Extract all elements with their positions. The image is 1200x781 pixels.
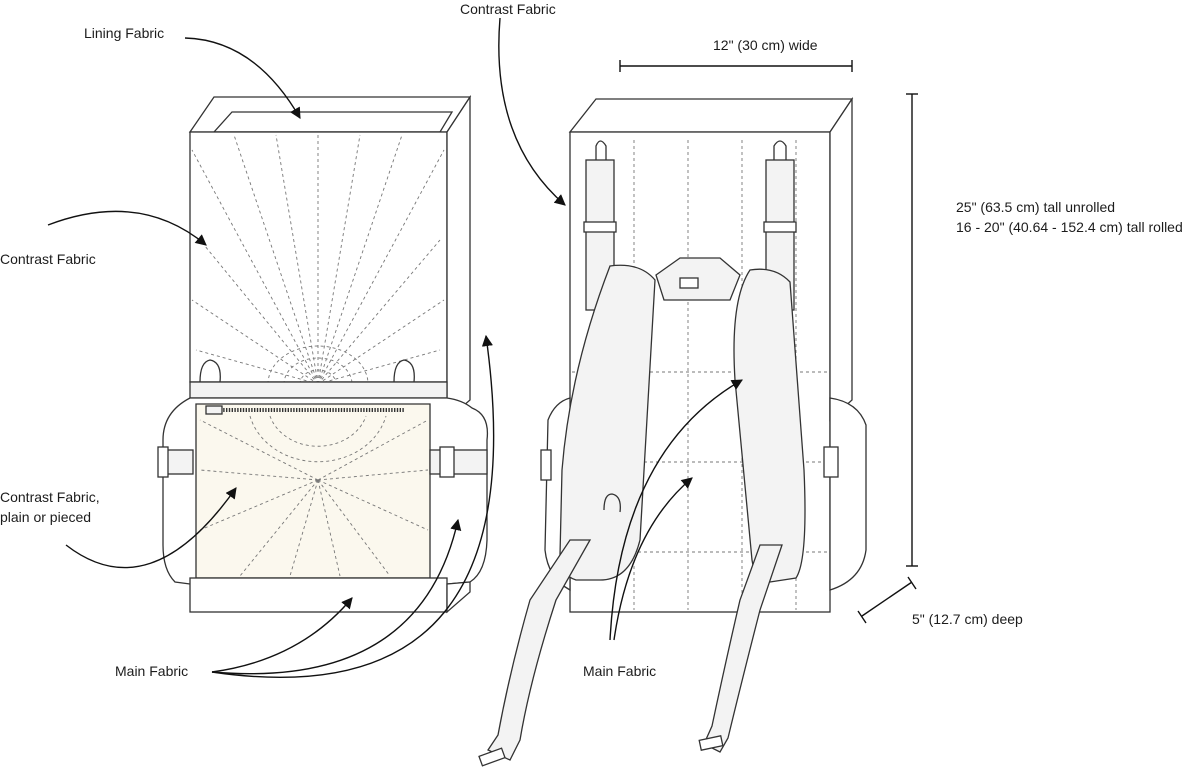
front-side-strap-right: [429, 449, 488, 475]
back-clip-left: [595, 140, 607, 160]
back-strap-tail-right: [703, 544, 783, 753]
front-sunburst-quilting: [191, 134, 445, 385]
front-d-ring-left: [199, 359, 221, 383]
front-side-panel: [446, 94, 471, 422]
arrow-contrast-left: [47, 210, 207, 246]
label-width: 12" (30 cm) wide: [713, 37, 818, 53]
label-lining-fabric: Lining Fabric: [84, 25, 165, 41]
back-pouch-right: [829, 397, 867, 591]
back-side-panel: [829, 96, 853, 422]
back-strap-tail-left: [487, 539, 592, 761]
front-contrast-pocket: [195, 403, 431, 579]
arrow-lining-fabric: [184, 37, 301, 119]
arrow-main-to-pouch: [211, 518, 462, 675]
front-upper-panel: [189, 131, 448, 383]
front-zipper-band: [189, 381, 448, 399]
back-shoulder-strap-left: [559, 264, 656, 581]
front-zipper-pull: [205, 405, 223, 415]
label-contrast-fabric-top: Contrast Fabric: [460, 1, 556, 17]
front-pocket-quilting: [199, 415, 429, 577]
label-main-fabric-left: Main Fabric: [115, 663, 189, 679]
arrow-contrast-top: [498, 17, 566, 206]
front-bottom-band: [189, 577, 448, 613]
back-shoulder-strap-right: [733, 268, 806, 583]
label-contrast-fabric-left: Contrast Fabric: [0, 251, 96, 267]
back-buckle-left: [540, 449, 552, 481]
back-handle-tab: [679, 277, 699, 289]
front-buckle-right: [439, 446, 455, 478]
back-top-opening: [568, 98, 854, 133]
back-d-ring: [603, 493, 621, 513]
dimension-lines: [619, 60, 918, 624]
label-contrast-fabric-plain-2: plain or pieced: [0, 509, 92, 525]
front-view: [157, 94, 489, 614]
label-height-unrolled: 25" (63.5 cm) tall unrolled: [956, 199, 1116, 215]
back-clip-right: [773, 140, 787, 160]
label-height-rolled: 16 - 20" (40.64 - 152.4 cm) tall rolled: [956, 219, 1183, 235]
label-contrast-fabric-plain-1: Contrast Fabric,: [0, 489, 100, 505]
label-depth: 5" (12.7 cm) deep: [912, 611, 1023, 627]
arrow-back-main-1: [609, 379, 743, 641]
arrow-main-to-bottom: [211, 597, 353, 673]
front-top-opening: [188, 96, 472, 133]
arrow-back-main-2: [613, 477, 693, 641]
back-buckle-right: [823, 446, 839, 478]
callout-arrows: [47, 17, 743, 678]
arrow-main-to-upper: [211, 334, 495, 678]
dim-depth-line: [861, 581, 913, 617]
back-view: [478, 96, 867, 767]
label-main-fabric-right: Main Fabric: [583, 663, 657, 679]
front-d-ring-right: [393, 359, 415, 383]
arrow-contrast-plain: [65, 487, 237, 569]
front-buckle-left: [157, 446, 169, 478]
